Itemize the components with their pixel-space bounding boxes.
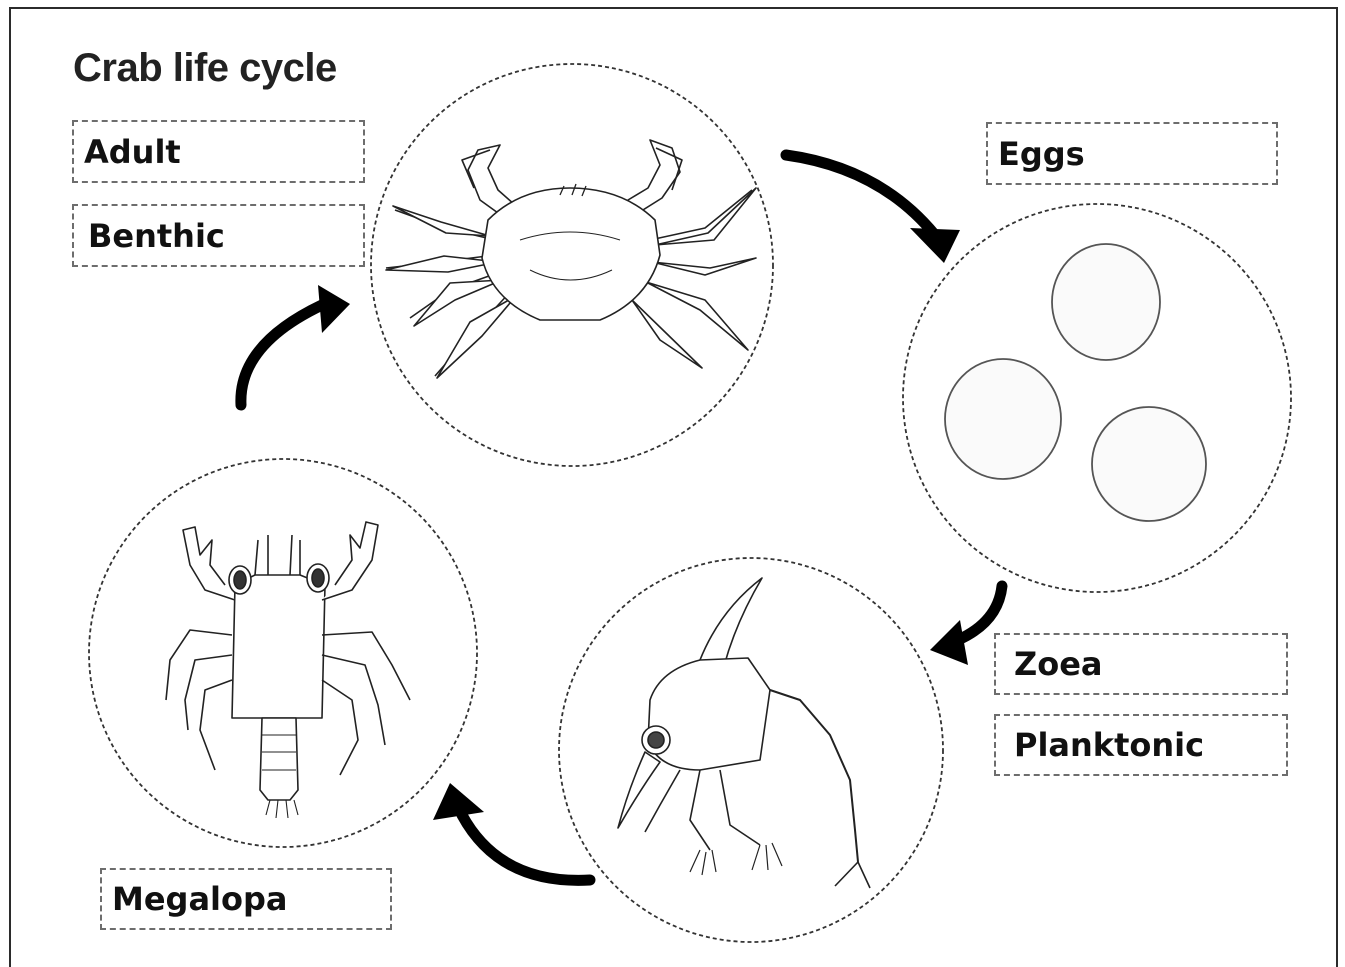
zoea-larva-icon [618,578,870,888]
cycle-arrow-icon [241,285,350,405]
cycle-arrow-icon [433,783,590,880]
cycle-arrow-icon [786,155,960,263]
megalopa-larva-icon [166,522,410,818]
adult-crab-icon [386,140,756,378]
egg-icon [945,244,1206,521]
cycle-arrow-icon [930,586,1002,665]
